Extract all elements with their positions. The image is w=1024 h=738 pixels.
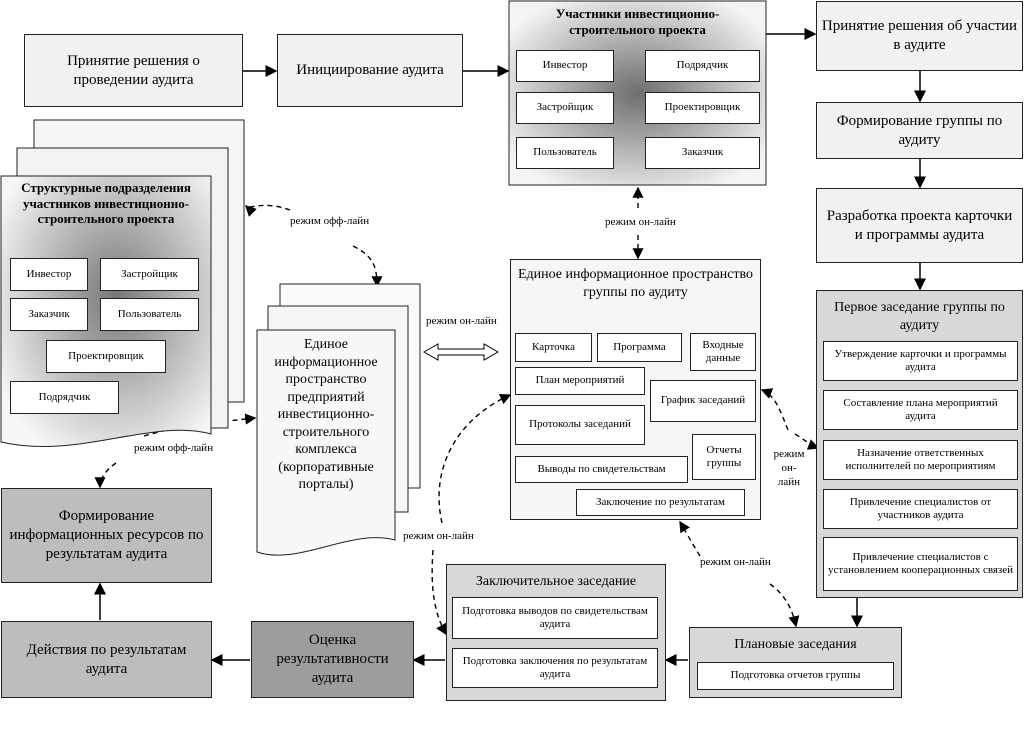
group-formation-box: Формирование группы по аудиту [816, 102, 1023, 159]
draft-card-box: Разработка проекта карточки и программы … [816, 188, 1023, 263]
initiation-text: Инициирование аудита [296, 62, 444, 79]
final-meeting-title: Заключительное заседание [475, 574, 637, 589]
resources-formation-text: Формирование информационных ресурсов по … [9, 508, 204, 562]
decision-audit-box: Принятие решения о проведении аудита [24, 34, 243, 107]
dash-online-group-space-2 [438, 393, 512, 524]
dash-offline-enterprise-2 [143, 413, 257, 437]
space-meeting-minutes: Протоколы заседаний [515, 405, 645, 445]
label-online-3: режим он-лайн [403, 530, 474, 542]
planned-meetings-item-1: Подготовка отчетов группы [697, 662, 894, 690]
space-program: Программа [597, 333, 682, 362]
dash-online-final [431, 549, 447, 636]
division-investor: Инвестор [10, 258, 88, 291]
participant-contractor: Подрядчик [645, 50, 760, 82]
first-meeting-item-3: Назначение ответственных исполнителей по… [823, 440, 1018, 480]
first-meeting-item-4: Привлечение специалистов от участников а… [823, 489, 1018, 529]
evaluation-text: Оценка результативности аудита [276, 632, 389, 686]
dash-online-planned [769, 583, 800, 628]
division-designer: Проектировщик [46, 340, 166, 373]
double-arrow-spaces [422, 343, 500, 361]
space-results-conclusion: Заключение по результатам [576, 489, 745, 516]
actions-text: Действия по результатам аудита [26, 641, 187, 677]
dash-online-group-space-4 [679, 520, 701, 557]
dash-online-group-space-3 [760, 388, 789, 431]
first-meeting-item-5: Привлечение специалистов с установлением… [823, 537, 1018, 591]
final-meeting-item-2: Подготовка заключения по результатам ауд… [452, 648, 658, 688]
dash-offline-resources [94, 462, 117, 489]
participant-designer: Проектировщик [645, 92, 760, 124]
first-meeting-item-2: Составление плана мероприятий аудита [823, 390, 1018, 430]
space-group-reports: Отчеты группы [692, 434, 756, 480]
draft-card-text: Разработка проекта карточки и программы … [826, 207, 1013, 243]
division-contractor: Подрядчик [10, 381, 119, 414]
decision-participation-box: Принятие решения об участии в аудите [816, 1, 1023, 71]
division-customer: Заказчик [10, 298, 88, 331]
participants-title: Участники инвестиционно-строительного пр… [555, 6, 720, 37]
space-card: Карточка [515, 333, 592, 362]
dash-online-first-meeting [794, 433, 820, 450]
participant-user: Пользователь [516, 137, 614, 169]
division-user: Пользователь [100, 298, 199, 331]
planned-meetings-title: Плановые заседания [734, 637, 857, 652]
label-online-5: режим он-лайн [771, 448, 807, 490]
space-action-plan: План мероприятий [515, 367, 645, 395]
group-space-title: Единое информационное пространство групп… [517, 267, 754, 300]
decision-participation-text: Принятие решения об участии в аудите [821, 18, 1018, 53]
space-meeting-schedule: График заседаний [650, 380, 756, 422]
enterprise-space-title: Единое информационное пространство предп… [274, 337, 378, 492]
first-meeting-item-1: Утверждение карточки и программы аудита [823, 341, 1018, 381]
label-online-2: режим он-лайн [605, 216, 676, 228]
resources-formation-box: Формирование информационных ресурсов по … [1, 488, 212, 583]
division-developer: Застройщик [100, 258, 199, 291]
participant-developer: Застройщик [516, 92, 614, 124]
dash-offline-enterprise [352, 245, 383, 288]
decision-audit-text: Принятие решения о проведении аудита [67, 52, 200, 88]
divisions-title: Структурные подразделения участников инв… [21, 180, 191, 227]
label-offline-2: режим офф-лайн [134, 442, 214, 454]
participant-customer: Заказчик [645, 137, 760, 169]
initiation-box: Инициирование аудита [277, 34, 463, 107]
space-evidence-conclusions: Выводы по свидетельствам [515, 456, 688, 483]
label-online-1: режим он-лайн [426, 315, 497, 327]
evaluation-box: Оценка результативности аудита [251, 621, 414, 698]
dash-offline-divisions [245, 204, 291, 217]
label-online-4: режим он-лайн [700, 556, 771, 568]
actions-box: Действия по результатам аудита [1, 621, 212, 698]
first-meeting-title: Первое заседание группы по аудиту [834, 300, 1005, 333]
space-input-data: Входные данные [690, 333, 756, 371]
label-offline-1: режим офф-лайн [290, 215, 370, 227]
group-formation-text: Формирование группы по аудиту [836, 112, 1003, 148]
participant-investor: Инвестор [516, 50, 614, 82]
final-meeting-item-1: Подготовка выводов по свидетельствам ауд… [452, 597, 658, 639]
